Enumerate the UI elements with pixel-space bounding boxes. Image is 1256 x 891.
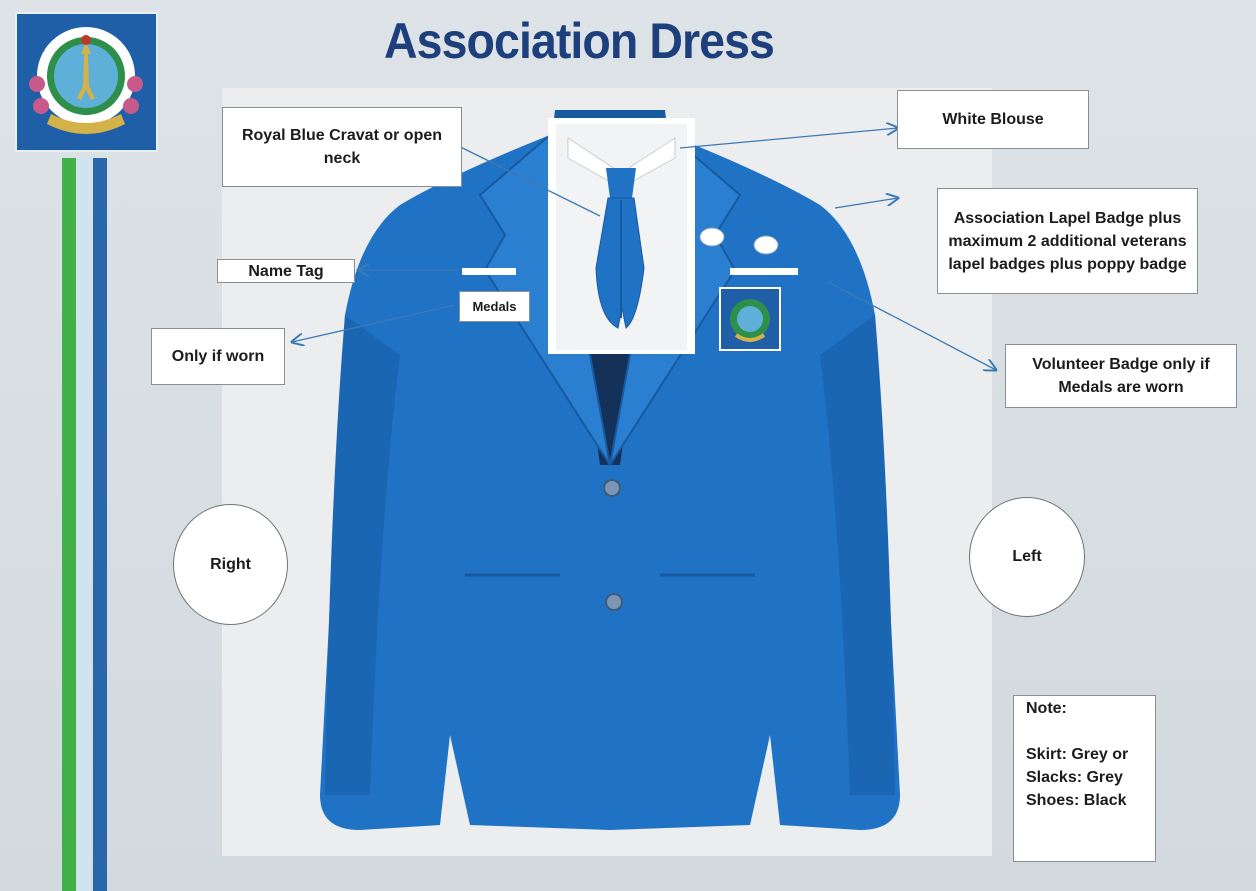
note-heading: Note:	[1026, 700, 1067, 717]
right-side-marker: Right	[173, 504, 288, 625]
name-tag-label: Name Tag	[217, 259, 355, 283]
blue-stripe	[93, 158, 107, 891]
left-side-marker: Left	[969, 497, 1085, 617]
note-line: Skirt: Grey or	[1026, 746, 1129, 763]
green-stripe	[62, 158, 76, 891]
page-title: Association Dress (Females)	[384, 13, 775, 139]
note-box: Note: Skirt: Grey or Slacks: Grey Shoes:…	[1013, 695, 1156, 862]
blouse-cravat-inset	[548, 118, 695, 354]
blouse-label: White Blouse	[897, 90, 1089, 149]
note-line: Slacks: Grey	[1026, 769, 1123, 786]
signals-association-crest-icon	[29, 27, 143, 134]
association-logo	[15, 12, 158, 152]
cravat-label: Royal Blue Cravat or open neck	[222, 107, 462, 187]
note-line: Shoes: Black	[1026, 792, 1127, 809]
lapel-badge-label: Association Lapel Badge plus maximum 2 a…	[937, 188, 1198, 294]
medals-label: Medals	[459, 291, 530, 322]
only-if-worn-label: Only if worn	[151, 328, 285, 385]
volunteer-badge-label: Volunteer Badge only if Medals are worn	[1005, 344, 1237, 408]
light-stripe	[77, 158, 91, 891]
